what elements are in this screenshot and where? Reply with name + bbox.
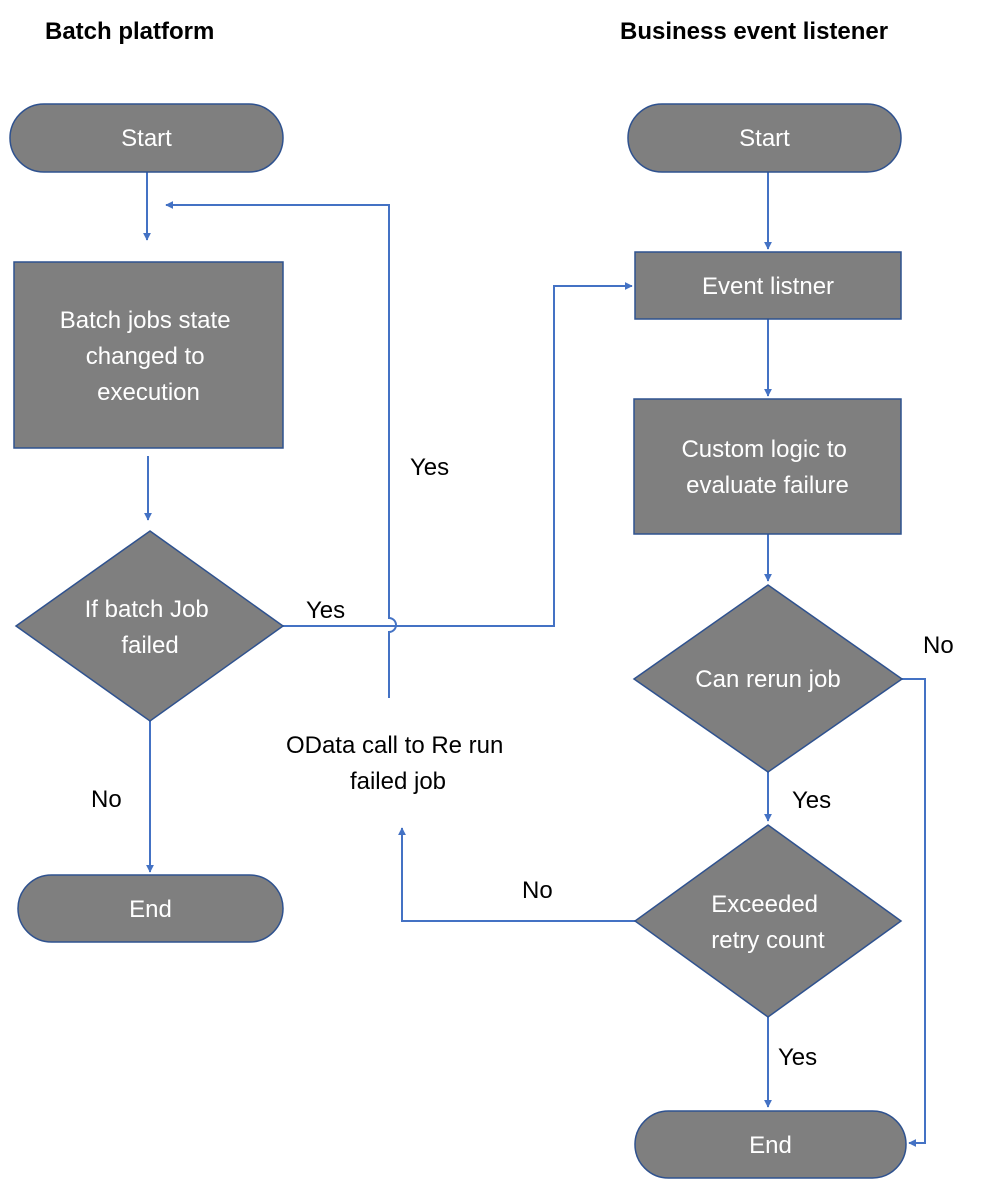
batch-state-changed-node[interactable]: [13, 261, 284, 449]
lane-title-business-event-listener: Business event listener: [620, 18, 888, 45]
event-listener-label: Event listner: [702, 273, 834, 300]
lane-title-batch-platform: Batch platform: [45, 18, 214, 45]
edge-label-can-rerun-no: No: [923, 632, 954, 659]
batch-end-label: End: [129, 896, 172, 923]
event-listener-node[interactable]: [634, 251, 902, 320]
edge-label-can-rerun-yes: Yes: [792, 787, 831, 814]
custom-logic-label-line1: Custom logic to: [681, 436, 846, 463]
batch-state-label-line1: Batch jobs state: [60, 307, 231, 334]
batch-failed-label-line1: If batch Job: [85, 596, 209, 623]
batch-end-node[interactable]: [17, 874, 284, 943]
listener-end-node[interactable]: [634, 1110, 907, 1179]
exceeded-retry-decision-node[interactable]: [633, 824, 903, 1018]
batch-failed-label: If batch Job failed: [85, 596, 216, 659]
can-rerun-decision-node[interactable]: [632, 584, 904, 773]
listener-start-label: Start: [739, 125, 790, 152]
listener-start-node[interactable]: [627, 103, 902, 173]
custom-logic-node[interactable]: [633, 398, 902, 535]
batch-start-node[interactable]: [9, 103, 284, 173]
can-rerun-label: Can rerun job: [695, 666, 840, 693]
edge-can-rerun-no-to-end: [902, 678, 926, 1147]
batch-state-label-line3: execution: [97, 379, 200, 406]
batch-state-label: Batch jobs state changed to execution: [60, 307, 237, 406]
exceeded-retry-label-line1: Exceeded: [711, 891, 818, 918]
edge-label-failed-no: No: [91, 786, 122, 813]
batch-state-label-line2: changed to: [86, 343, 205, 370]
exceeded-retry-label: Exceeded retry count: [711, 891, 825, 954]
custom-logic-label-line2: evaluate failure: [686, 472, 849, 499]
custom-logic-label: Custom logic to evaluate failure: [681, 436, 853, 499]
edge-odata-rerun-loop: [165, 201, 397, 698]
edge-failed-yes-to-event-listener: [283, 282, 633, 627]
exceeded-retry-label-line2: retry count: [711, 927, 825, 954]
edge-label-exceeded-no: No: [522, 877, 553, 904]
edge-label-rerun-yes: Yes: [410, 454, 449, 481]
odata-call-label: OData call to Re run failed job: [286, 732, 510, 795]
edge-label-exceeded-yes: Yes: [778, 1044, 817, 1071]
listener-end-label: End: [749, 1132, 792, 1159]
edge-label-failed-yes: Yes: [306, 597, 345, 624]
odata-call-label-line1: OData call to Re run: [286, 732, 503, 759]
odata-call-label-line2: failed job: [350, 768, 446, 795]
batch-failed-decision-node[interactable]: [14, 530, 285, 722]
batch-failed-label-line2: failed: [121, 632, 178, 659]
edge-exceeded-no-to-odata: [398, 827, 635, 922]
batch-start-label: Start: [121, 125, 172, 152]
